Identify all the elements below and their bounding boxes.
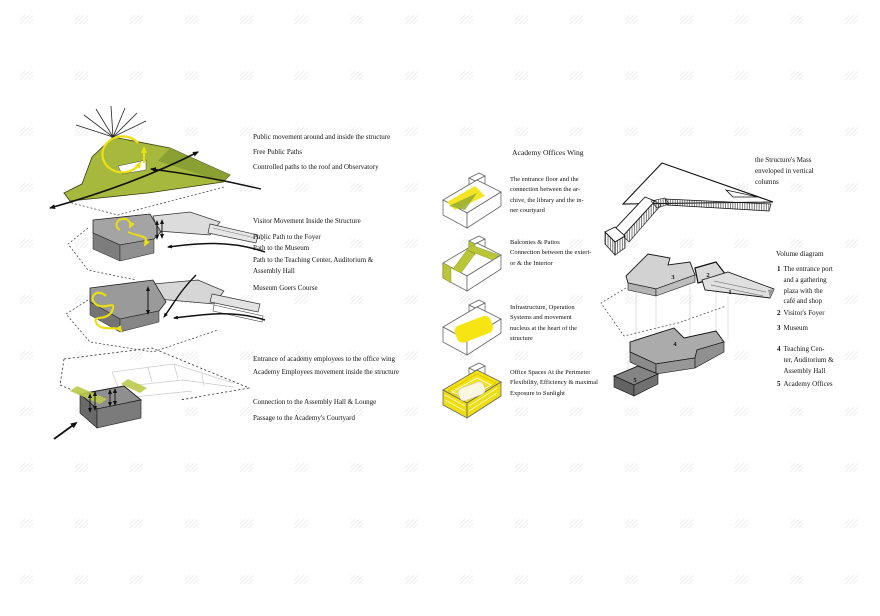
sun-rays-icon [75,105,147,138]
ground-dashed-outline [65,299,219,353]
public-path-curve [49,151,199,210]
public-movement-diagram [49,105,262,216]
balconies-patios-icon [442,235,502,292]
public-path-curve-2 [150,167,262,190]
caption-infrastructure: Infrastructure, Operation Systems and mo… [510,304,577,343]
olive-passage-bar [121,379,147,393]
legend-text: Academy Offices [783,380,833,388]
legend-number: 1 [777,265,781,273]
caption-entrance-floor: The entrance floor and the connection be… [510,176,584,215]
mass-4-side2 [694,341,725,369]
legend-text: The entrance port and a gathering plaza … [783,265,833,306]
volume-label-4: 4 [673,341,677,348]
ground-dashed-outline [600,287,727,337]
caption-visitor-title: Visitor Movement Inside the Structure [253,217,361,225]
structure-mass-diagram [604,162,774,256]
entry-curve [163,274,197,318]
caption-employees: Entrance of academy employees to the off… [253,355,399,376]
legend-item-2: 2 Visitor's Foyer [777,308,825,319]
legend-text: Visitor's Foyer [783,309,825,317]
legend-item-1: 1 The entrance port and a gathering plaz… [777,264,833,307]
legend-text: Museum [783,324,809,332]
legend-number: 3 [777,324,781,332]
academy-employees-diagram [53,347,251,440]
volume-diagram-title: Volume diagram [776,250,824,258]
building-wireframe [111,363,234,399]
arm-junction-face [650,197,670,209]
mass-1-tip [768,289,774,298]
mass-5-side [633,373,659,397]
connection-arrow [449,193,477,210]
caption-public-movement: Public movement around and inside the st… [253,133,391,172]
caption-structure-mass: the Structure's Mass enveloped in vertic… [755,156,814,186]
visitor-movement-diagram [67,211,266,281]
arm-end-side [614,235,626,256]
entrance-floor-icon [442,172,502,229]
entry-swoosh [167,242,266,253]
museum-goers-diagram [65,274,266,353]
legend-item-5: 5 Academy Offices [777,379,833,390]
office-box-right-face [96,399,142,429]
employee-entry-arrow [53,421,78,440]
ground-dashed-outline [67,227,137,281]
ground-dashed-outline [59,347,251,406]
caption-employees2: Connection to the Assembly Hall & Lounge… [253,398,377,422]
volume-label-1: 1 [728,289,731,296]
museum-course-path [91,291,123,333]
section-title-academy-offices: Academy Offices Wing [512,148,584,157]
vertical-circulation-arrows [88,388,117,413]
right-wing-bar [207,223,259,244]
entry-swoosh [173,313,266,321]
office-perimeter-icon [442,362,502,419]
legend-text: Teaching Cen- ter, Auditorium & Assembly… [783,345,834,375]
legend-number: 2 [777,309,781,317]
caption-museum-course: Museum Goers Course [253,284,318,292]
mass-3-side [655,274,696,297]
legend-number: 5 [777,380,781,388]
legend-number: 4 [777,345,781,353]
legend-item-4: 4 Teaching Cen- ter, Auditorium & Assemb… [777,344,834,376]
infrastructure-nucleus-icon [442,299,502,356]
right-wing-bar [209,293,261,313]
balcony-highlights [442,240,500,284]
volume-label-3: 3 [671,274,675,281]
connector-lines [627,286,729,374]
core-blob [457,381,486,402]
legend-item-3: 3 Museum [777,323,808,334]
caption-office-spaces: Office Spaces At the Perimeter Flexibili… [510,369,598,397]
museum-path [127,231,150,247]
caption-balconies: Balconies & Patios Connection between th… [510,239,592,267]
caption-visitor-paths: Public Path to the Foyer Path to the Mus… [253,233,374,276]
plate-notch [724,189,759,198]
right-wing-bar-lower [212,304,264,323]
volume-label-5: 5 [633,377,637,384]
foyer-loop [115,217,135,231]
volume-exploded-diagram: 3 2 1 4 5 [600,253,775,397]
nucleus-highlight [454,315,494,343]
volume-label-2: 2 [706,272,709,279]
